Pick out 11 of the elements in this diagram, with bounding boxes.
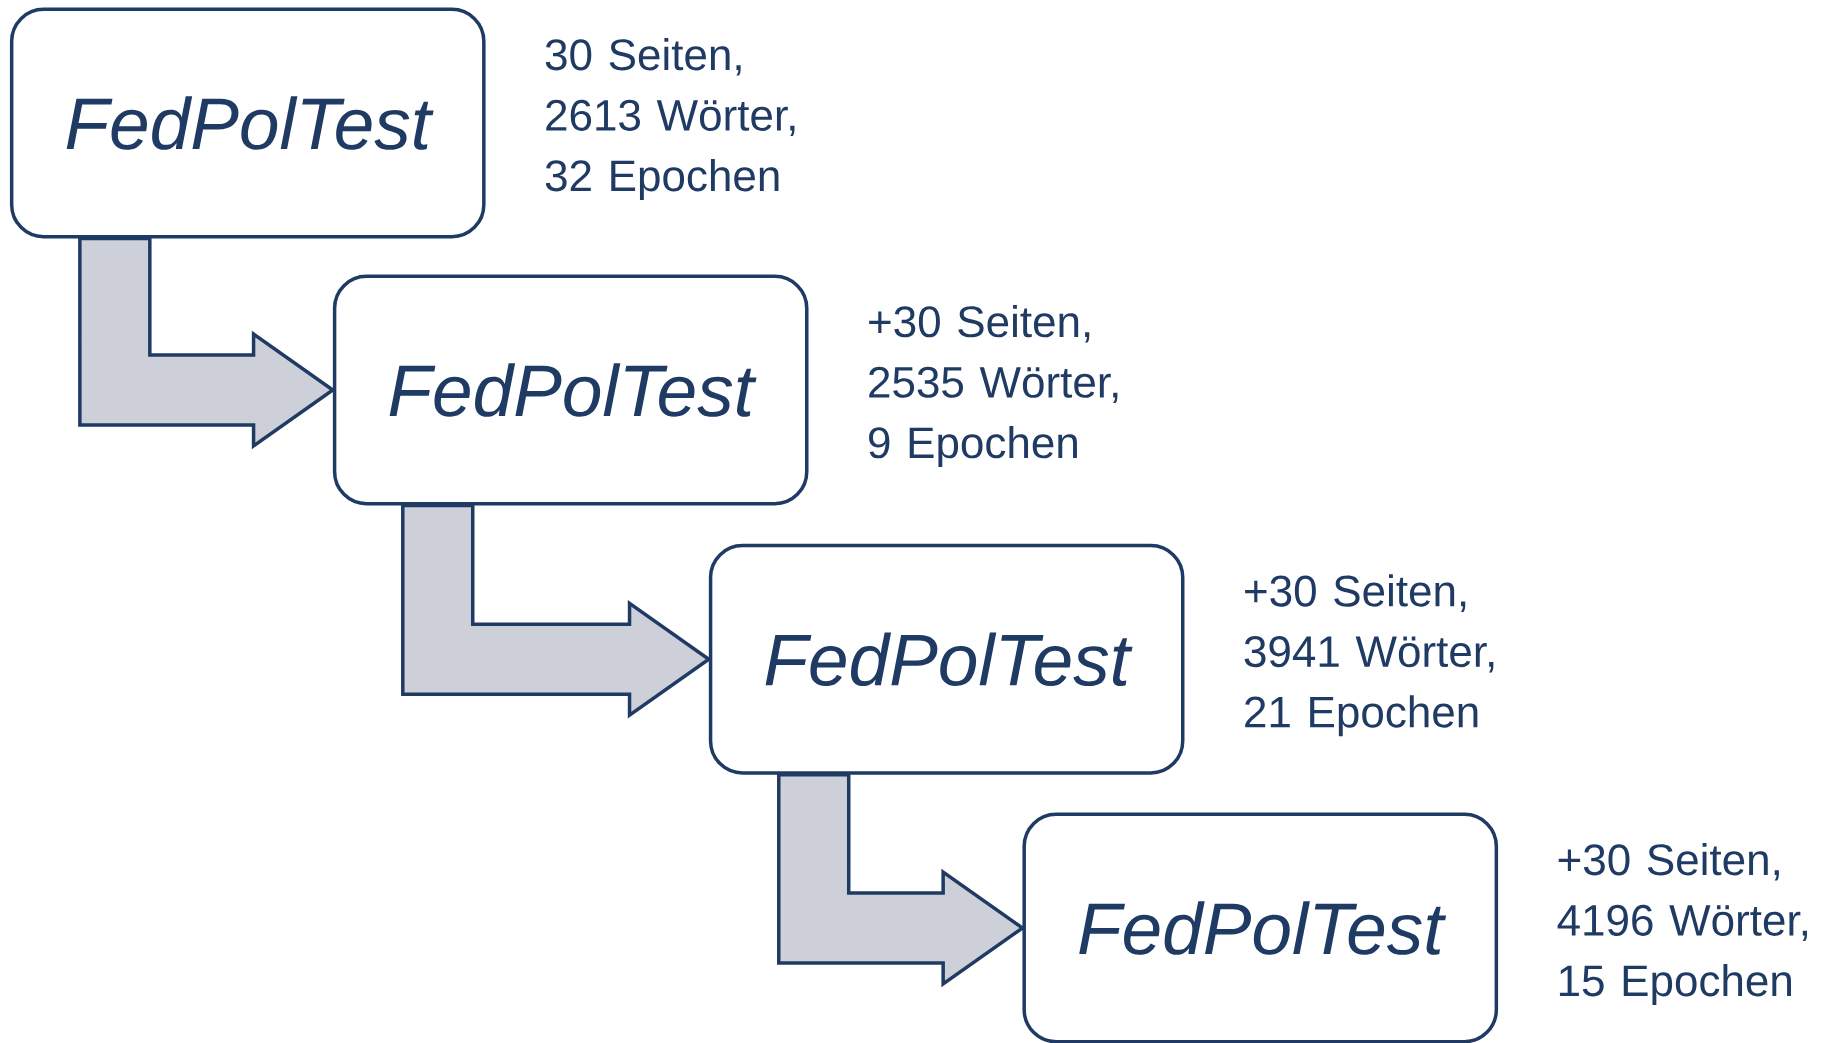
process-box: FedPolTest xyxy=(1022,812,1499,1043)
process-box: FedPolTest xyxy=(9,7,486,239)
annotation-text: +30 Seiten, 3941 Wörter, 21 Epochen xyxy=(1244,574,1494,737)
annotation-text: +30 Seiten, 4196 Wörter, 15 Epochen xyxy=(1557,843,1807,1006)
annotation-text: +30 Seiten, 2535 Wörter, 9 Epochen xyxy=(869,305,1118,468)
block-arrow xyxy=(78,236,336,450)
block-arrow xyxy=(401,503,712,719)
annotation-text: 30 Seiten, 2613 Wörter, 32 Epochen xyxy=(545,38,795,201)
block-arrow xyxy=(777,772,1026,988)
process-box: FedPolTest xyxy=(332,274,809,506)
process-box: FedPolTest xyxy=(708,543,1185,775)
